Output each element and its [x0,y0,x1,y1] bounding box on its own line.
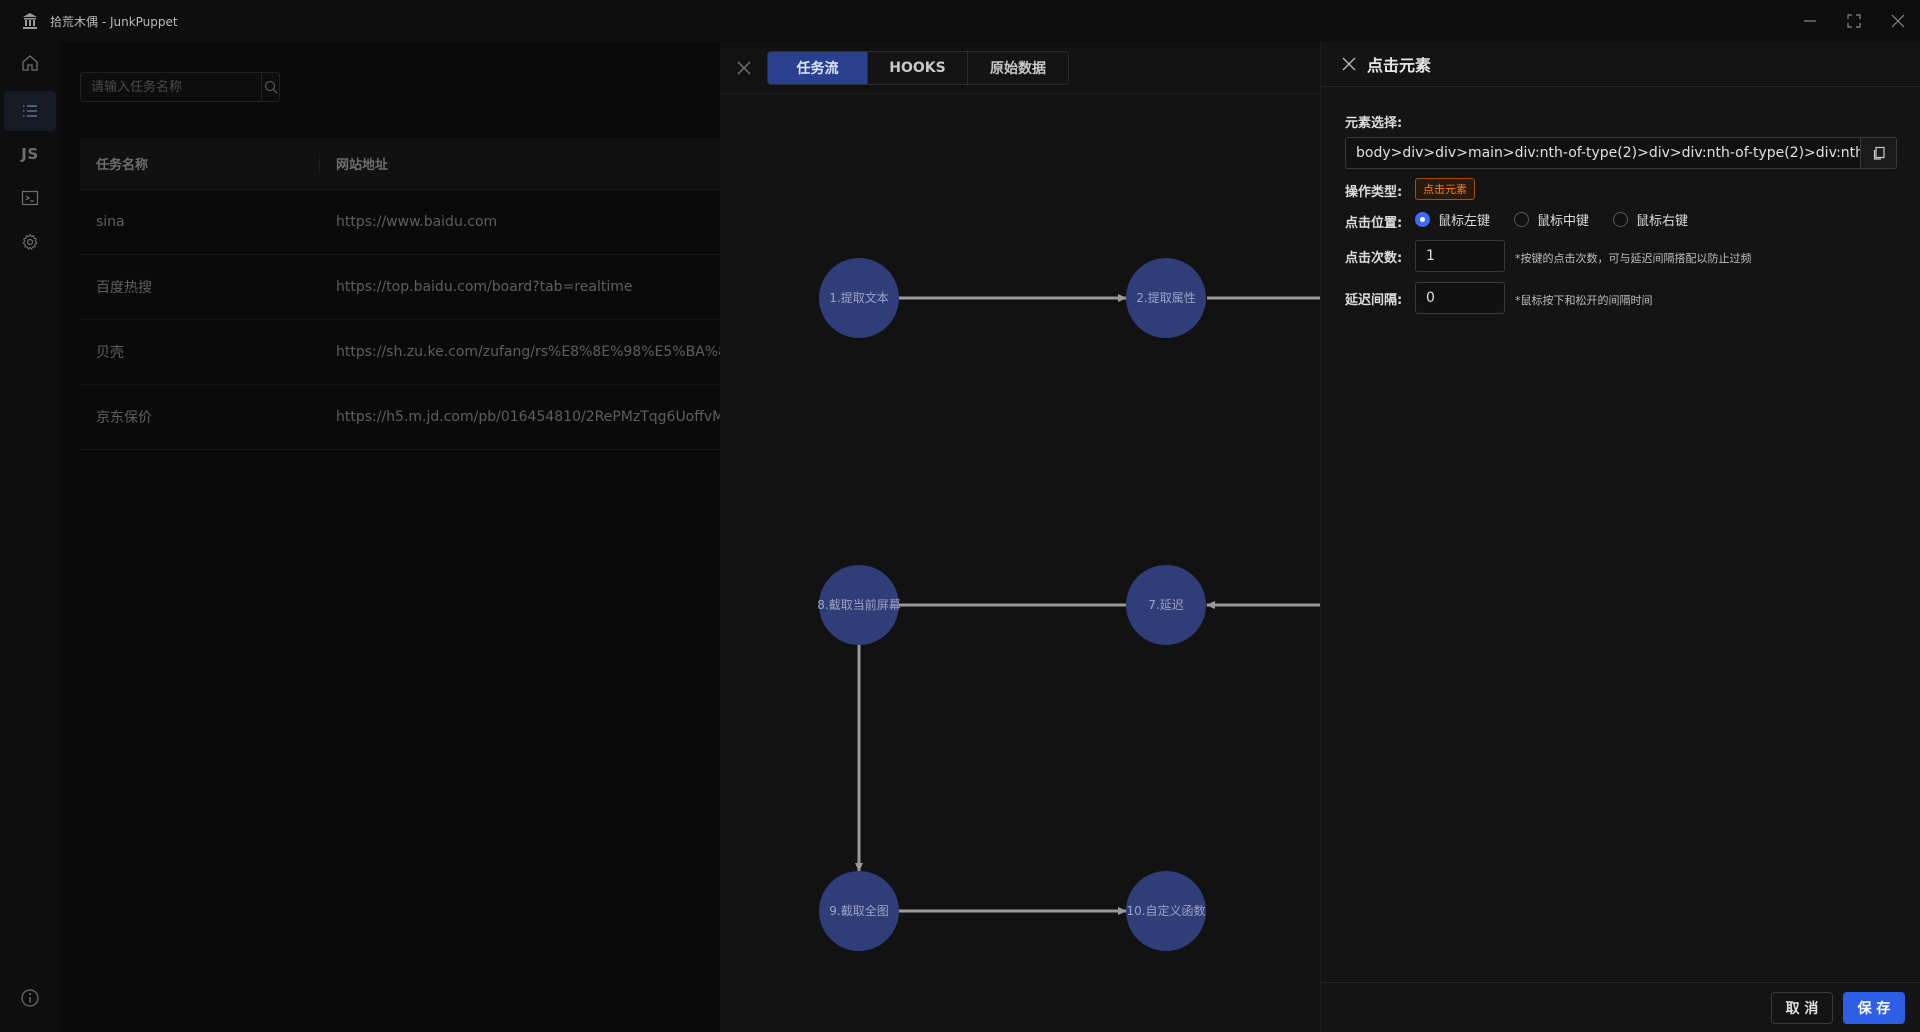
task-list-page: 任务名称 网站地址 sina https://www.baidu.com 百度热… [60,42,720,1032]
list-icon [23,105,37,117]
drawer-title: 点击元素 [1367,56,1432,75]
click-element-drawer: 点击元素 元素选择: 操作类型: 点击元素 点击位置: 鼠标左键 鼠标中键 鼠标… [1320,42,1920,1032]
table-row[interactable]: sina https://www.baidu.com [80,190,720,255]
radio-unchecked-icon [1514,212,1530,227]
flow-canvas[interactable]: 1.提取文本 2.提取属性 7.延迟 8.截取当前屏幕 9.截取全图 10.自定… [720,94,1320,1032]
click-position-label: 点击位置: [1345,216,1403,231]
nav-settings[interactable] [4,222,56,262]
nav-rail: JS [0,42,60,1032]
temple-icon [20,11,40,31]
expand-icon [1847,14,1861,28]
nav-js[interactable]: JS [4,134,56,174]
column-header-name: 任务名称 [80,154,320,173]
action-type-tag: 点击元素 [1415,178,1475,200]
close-icon [1342,57,1356,71]
close-drawer-button[interactable] [1339,54,1359,74]
js-icon: JS [21,145,39,163]
tab-raw-data[interactable]: 原始数据 [968,52,1068,84]
terminal-icon [21,190,39,206]
flow-node[interactable]: 8.截取当前屏幕 [817,565,901,645]
action-type-label: 操作类型: [1345,185,1403,200]
radio-left-button[interactable]: 鼠标左键 [1415,210,1490,229]
flow-tabs: 任务流 HOOKS 原始数据 [767,51,1069,85]
flow-node[interactable]: 1.提取文本 [819,258,899,338]
svg-text:1.提取文本: 1.提取文本 [829,290,888,305]
radio-right-button[interactable]: 鼠标右键 [1613,210,1688,229]
flow-node[interactable]: 10.自定义函数 [1126,871,1206,951]
column-header-url: 网站地址 [336,158,389,173]
tab-hooks[interactable]: HOOKS [868,52,968,84]
svg-text:10.自定义函数: 10.自定义函数 [1126,903,1205,918]
delay-input[interactable] [1415,282,1505,314]
close-icon [737,61,751,75]
selector-label: 元素选择: [1345,116,1403,131]
task-name-cell: 京东保价 [96,410,152,426]
task-name-cell: 贝壳 [96,345,124,361]
nav-info[interactable] [4,978,56,1018]
svg-text:2.提取属性: 2.提取属性 [1136,290,1195,305]
maximize-button[interactable] [1832,0,1876,42]
click-count-hint: *按键的点击次数，可与延迟间隔搭配以防止过频 [1515,252,1752,265]
table-row[interactable]: 百度热搜 https://top.baidu.com/board?tab=rea… [80,255,720,320]
flow-header: 任务流 HOOKS 原始数据 [720,42,1320,94]
save-button[interactable]: 保 存 [1843,992,1905,1024]
selector-field [1345,137,1897,169]
radio-label: 鼠标中键 [1537,214,1590,229]
task-url-cell: https://www.baidu.com [336,214,498,230]
search-icon [264,80,277,94]
table-header: 任务名称 网站地址 [80,138,720,190]
home-icon [22,55,38,71]
info-icon [21,989,39,1007]
minimize-icon [1804,20,1816,22]
copy-icon [1873,146,1885,160]
tab-task-flow[interactable]: 任务流 [768,52,868,84]
delay-hint: *鼠标按下和松开的间隔时间 [1515,294,1653,307]
task-name-cell: 百度热搜 [96,280,152,296]
flow-node[interactable]: 7.延迟 [1126,565,1206,645]
close-flow-button[interactable] [732,56,756,80]
svg-text:8.截取当前屏幕: 8.截取当前屏幕 [817,597,900,612]
delay-label: 延迟间隔: [1345,293,1403,308]
radio-checked-icon [1415,212,1430,227]
task-name-cell: sina [96,214,125,230]
task-url-cell: https://h5.m.jd.com/pb/016454810/2RePMzT… [336,409,720,425]
table-row[interactable]: 贝壳 https://sh.zu.ke.com/zufang/rs%E8%8E%… [80,320,720,385]
svg-text:7.延迟: 7.延迟 [1148,598,1183,612]
copy-button[interactable] [1860,138,1896,168]
close-window-button[interactable] [1876,0,1920,42]
search-input[interactable] [81,73,261,101]
flow-node[interactable]: 9.截取全图 [819,871,899,951]
selector-input[interactable] [1346,138,1860,168]
window-title: 拾荒木偶 - JunkPuppet [50,14,178,29]
click-position-radio-group: 鼠标左键 鼠标中键 鼠标右键 [1415,210,1712,229]
radio-unchecked-icon [1613,212,1629,227]
task-flow-panel: 任务流 HOOKS 原始数据 1.提取文本 [720,42,1320,1032]
task-table: 任务名称 网站地址 sina https://www.baidu.com 百度热… [80,138,720,450]
radio-middle-button[interactable]: 鼠标中键 [1514,210,1589,229]
close-icon [1891,14,1905,28]
task-url-cell: https://sh.zu.ke.com/zufang/rs%E8%8E%98%… [336,344,720,360]
svg-text:9.截取全图: 9.截取全图 [829,903,888,918]
gear-icon [22,233,38,250]
radio-label: 鼠标左键 [1438,214,1491,229]
drawer-footer: 取 消 保 存 [1321,982,1920,1032]
nav-terminal[interactable] [4,178,56,218]
drawer-header: 点击元素 [1321,42,1920,87]
search-box [80,72,280,102]
minimize-button[interactable] [1788,0,1832,42]
nav-home[interactable] [4,43,56,83]
table-row[interactable]: 京东保价 https://h5.m.jd.com/pb/016454810/2R… [80,385,720,450]
task-url-cell: https://top.baidu.com/board?tab=realtime [336,279,633,295]
click-count-input[interactable] [1415,240,1505,272]
search-button[interactable] [261,73,279,101]
title-bar: 拾荒木偶 - JunkPuppet [0,0,1920,42]
flow-node[interactable]: 2.提取属性 [1126,258,1206,338]
nav-tasks[interactable] [4,91,56,131]
cancel-button[interactable]: 取 消 [1771,992,1833,1024]
click-count-label: 点击次数: [1345,251,1403,266]
radio-label: 鼠标右键 [1636,214,1689,229]
